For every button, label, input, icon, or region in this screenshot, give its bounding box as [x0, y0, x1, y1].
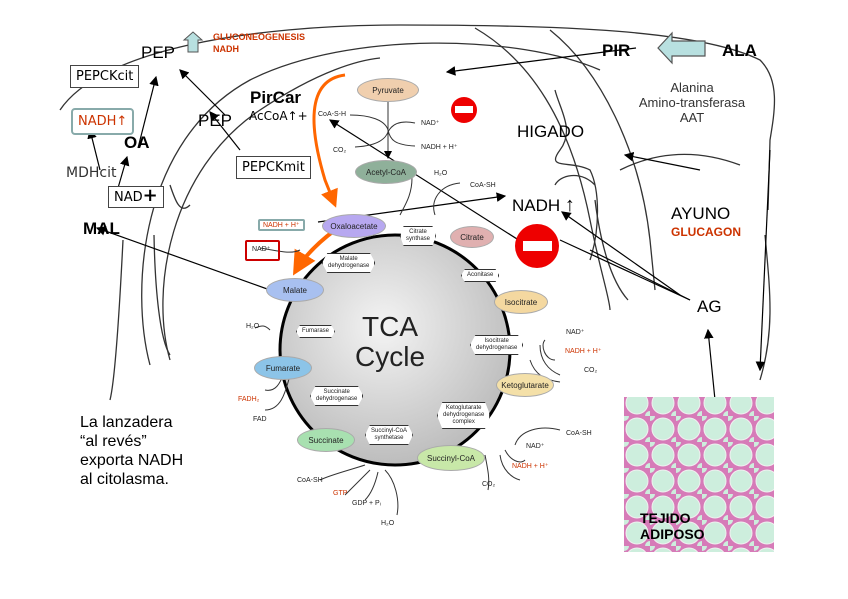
metabolite-ketoglutarate: Ketoglutarate: [496, 373, 554, 397]
nadh-mito-label: NADH ↑: [512, 195, 575, 215]
accoa-text: AcCoA: [249, 109, 288, 123]
note-line: “al revés”: [80, 433, 147, 450]
cofactor-coash: CoA-SH: [566, 430, 592, 437]
cofactor-nad: NAD⁺: [526, 443, 545, 450]
note-line: exporta NADH: [80, 452, 184, 469]
metabolite-malate: Malate: [266, 278, 324, 302]
tca-title-line: Cycle: [355, 341, 426, 372]
stop-sign-icon: [451, 97, 477, 123]
shuttle-note: La lanzadera “al revés” exporta NADH al …: [80, 413, 183, 489]
metabolite-succinate: Succinate: [297, 428, 355, 452]
cofactor-nad: NAD⁺: [566, 329, 585, 336]
adipose-tissue-image: [624, 397, 774, 552]
cofactor-coash: CoA-SH: [297, 477, 323, 484]
metabolite-oxaloacetate: Oxaloacetate: [322, 214, 386, 238]
cofactor-nad: NAD⁺: [421, 120, 440, 127]
tca-cycle-title: TCA Cycle: [355, 312, 425, 372]
cofactor-coash: CoA-S-H: [318, 111, 347, 118]
up-arrow-icon: ↑: [564, 194, 575, 216]
pepck-mit-box: PEPCKmit: [236, 156, 311, 179]
nadh-top-label: NADH: [213, 44, 239, 54]
nad-box: NAD⁺: [245, 240, 281, 261]
nadh-box: NADH + H⁺: [258, 219, 305, 231]
metabolite-succinyl-coa: Succinyl-CoA: [417, 445, 485, 471]
left-arrow-icon: [657, 31, 706, 65]
pircar-label: PirCar: [250, 88, 302, 107]
cofactor-h2o: H₂O: [246, 323, 260, 330]
aat-line: AAT: [679, 110, 705, 125]
mdh-cit-label: MDHcit: [66, 165, 117, 181]
pepck-cit-box: PEPCKcit: [70, 65, 140, 88]
cofactor-co2: CO₂: [584, 367, 598, 374]
cofactor-fad: FAD: [253, 416, 267, 423]
metabolite-acetyl-coa: Acetyl-CoA: [355, 160, 417, 184]
ala-label: ALA: [722, 41, 757, 60]
glucagon-label: GLUCAGON: [671, 225, 741, 239]
cofactor-nadh: NADH + H⁺: [565, 348, 602, 355]
tissue-line: TEJIDO: [640, 510, 691, 526]
nad-cit-label: NAD: [114, 190, 143, 205]
note-line: al citolasma.: [80, 471, 169, 488]
stop-sign-icon: [515, 224, 559, 268]
up-arrow-icon: ↑: [116, 114, 128, 129]
pir-label: PIR: [602, 41, 631, 60]
tissue-line: ADIPOSO: [640, 526, 705, 542]
metabolite-citrate: Citrate: [450, 226, 494, 248]
aat-enzyme-label: Alanina Amino-transferasa AAT: [622, 80, 762, 125]
metabolite-pyruvate: Pyruvate: [357, 78, 419, 102]
cofactor-nadh: NADH + H⁺: [421, 144, 458, 151]
aat-line: Alanina: [670, 80, 714, 95]
cofactor-h2o: H₂O: [381, 520, 395, 527]
plus-icon: +: [142, 185, 158, 206]
cofactor-gtp: GTP: [333, 490, 348, 497]
nadh-cit-label: NADH: [78, 114, 117, 129]
ag-label: AG: [697, 297, 722, 316]
pyruvate-reaction-lines: [254, 95, 561, 516]
cofactor-nadh: NADH + H⁺: [512, 463, 549, 470]
mal-label: MAL: [83, 219, 120, 238]
ayuno-label: AYUNO: [671, 204, 731, 223]
accoa-label: AcCoA↑+: [249, 109, 308, 123]
note-line: La lanzadera: [80, 414, 173, 431]
pathway-arrows: [87, 47, 771, 451]
adipose-tissue-label: TEJIDO ADIPOSO: [640, 510, 705, 542]
aat-line: Amino-transferasa: [638, 95, 746, 110]
cofactor-fadh2: FADH₂: [238, 396, 260, 403]
gluconeogenesis-label: GLUCONEOGENESIS: [213, 32, 306, 42]
pep-mito-label: PEP: [198, 111, 233, 130]
cofactor-gdp: GDP + Pᵢ: [352, 500, 381, 507]
membrane-lines: [59, 24, 776, 401]
nad-cit-box: NAD+: [108, 186, 164, 208]
orange-arrow-pyruvate-oaa: [312, 73, 346, 208]
metabolite-fumarate: Fumarate: [254, 356, 312, 380]
oa-label: OA: [124, 133, 150, 152]
nadh-mito-text: NADH: [512, 196, 561, 215]
cofactor-coash: CoA-SH: [470, 182, 496, 189]
higado-label: HIGADO: [517, 122, 585, 141]
up-arrow-icon: ↑: [287, 109, 298, 123]
up-arrow-icon: [182, 31, 204, 53]
cofactor-co2: CO₂: [482, 481, 496, 488]
cofactor-co2: CO₂: [333, 147, 347, 154]
cofactor-h2o: H₂O: [434, 170, 448, 177]
enzyme-aconitase: Aconitase: [461, 269, 500, 282]
nadh-cit-box: NADH↑: [71, 108, 135, 135]
metabolite-isocitrate: Isocitrate: [494, 290, 548, 314]
pep-cytosol-label: PEP: [141, 43, 176, 62]
enzyme-fumarase: Fumarase: [296, 325, 336, 338]
tca-title-line: TCA: [362, 311, 418, 342]
